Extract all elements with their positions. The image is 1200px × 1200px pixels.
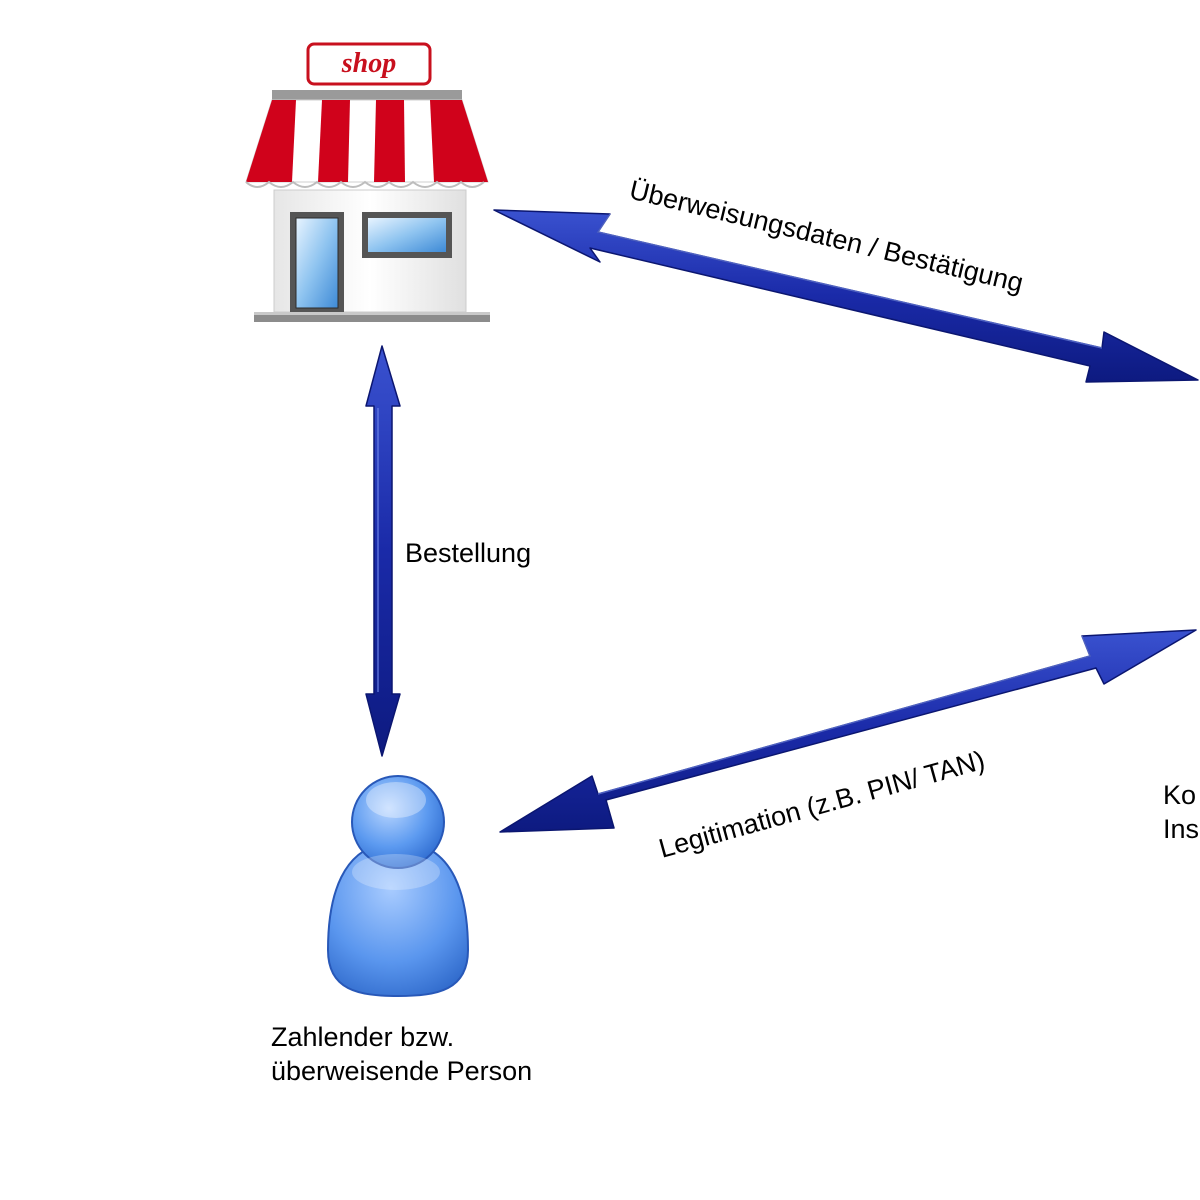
label-person-bank: Legitimation (z.B. PIN/ TAN) — [656, 745, 988, 864]
shop-base — [254, 312, 490, 322]
bank-caption-line2: Ins — [1163, 814, 1200, 844]
person-body — [326, 840, 470, 998]
person-caption: Zahlender bzw. überweisende Person — [271, 1020, 532, 1088]
arrow-person-bank — [499, 629, 1197, 833]
label-shop-person: Bestellung — [405, 538, 532, 568]
person-caption-line2: überweisende Person — [271, 1056, 533, 1086]
shop-roof — [272, 90, 462, 100]
shop-sign — [306, 42, 432, 86]
person-head — [351, 775, 445, 869]
label-shop-bank: Überweisungsdaten / Bestätigung — [627, 175, 1027, 298]
person-caption-line1: Zahlender bzw. — [271, 1022, 455, 1052]
arrow-shop-person — [365, 345, 401, 757]
shop-icon: shop — [245, 42, 490, 322]
bank-caption-line1: Ko — [1163, 780, 1197, 810]
arrow-shop-bank — [493, 209, 1199, 383]
person-icon — [326, 775, 470, 998]
bank-caption: Ko Ins — [1163, 778, 1199, 846]
shop-sign-text: shop — [341, 48, 396, 79]
